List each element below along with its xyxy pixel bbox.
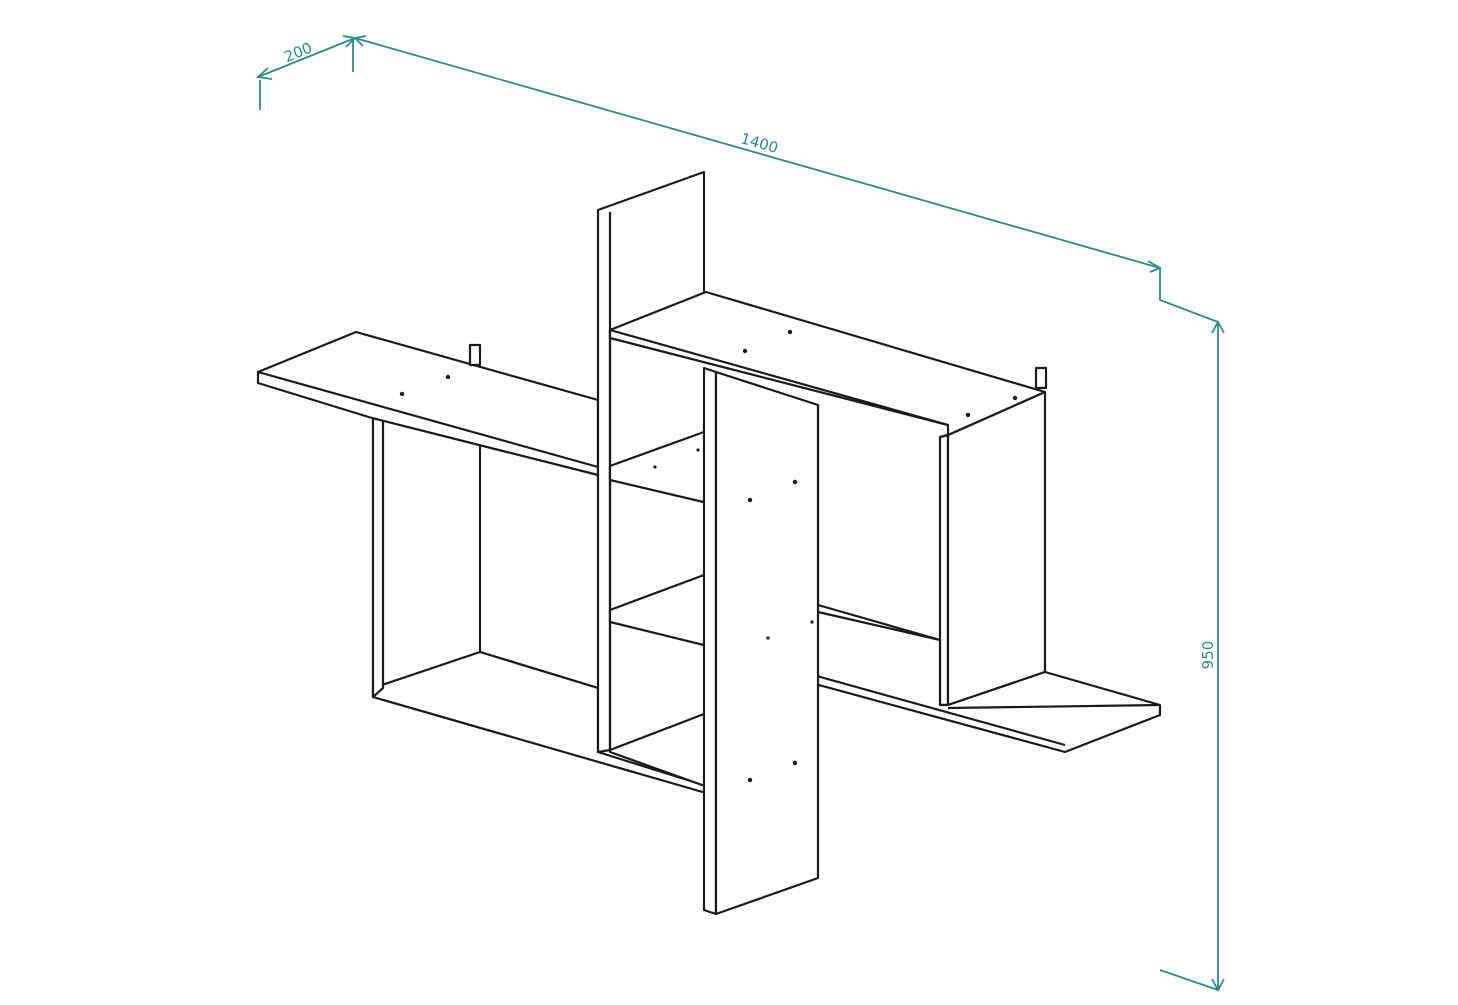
depth-arrow-left — [255, 67, 273, 80]
hole-5 — [965, 412, 971, 418]
hole-2 — [445, 374, 451, 380]
fixing-holes — [399, 329, 1018, 783]
height-label: 950 — [1199, 641, 1217, 670]
hole-4 — [787, 329, 793, 335]
hole-9 — [747, 777, 753, 783]
hole-1 — [399, 391, 405, 397]
top-right-shelf — [608, 290, 1047, 437]
tall-lower-panel-edge — [702, 366, 718, 916]
width-dimension-line — [354, 37, 1161, 269]
middle-small-shelf-1 — [608, 430, 718, 507]
left-box-bottom-panel — [371, 650, 715, 797]
top-left-shelf-front-edge — [257, 370, 599, 469]
wall-bracket-right — [1034, 366, 1048, 390]
hole-12 — [696, 448, 700, 452]
width-extension-right — [1159, 268, 1219, 323]
depth-dimension-line — [257, 37, 356, 78]
depth-label: 200 — [281, 39, 314, 66]
tall-lower-panel — [714, 370, 820, 916]
hole-14 — [810, 620, 814, 624]
hole-7 — [747, 497, 753, 503]
bottom-right-shelf-edge-a — [947, 703, 1161, 710]
height-arrow-top — [1211, 320, 1225, 334]
right-box-side-panel — [938, 433, 950, 707]
middle-small-shelf-2 — [608, 573, 718, 650]
hole-3 — [742, 348, 748, 354]
hole-10 — [792, 760, 798, 766]
bottom-right-shelf — [714, 610, 1162, 754]
hole-11 — [653, 465, 657, 469]
shelf-unit — [256, 170, 1162, 916]
width-arrow-left — [353, 35, 367, 47]
height-extension-bottom — [1159, 969, 1219, 991]
hole-6 — [1012, 395, 1018, 401]
right-box-inner-bottom — [817, 603, 941, 642]
wall-bracket-left — [468, 343, 482, 367]
top-right-shelf-front-edge — [609, 328, 949, 427]
hole-8 — [792, 479, 798, 485]
right-box-outer-panel — [946, 390, 1047, 707]
hole-13 — [766, 636, 770, 640]
left-box-side-panel — [371, 416, 385, 699]
